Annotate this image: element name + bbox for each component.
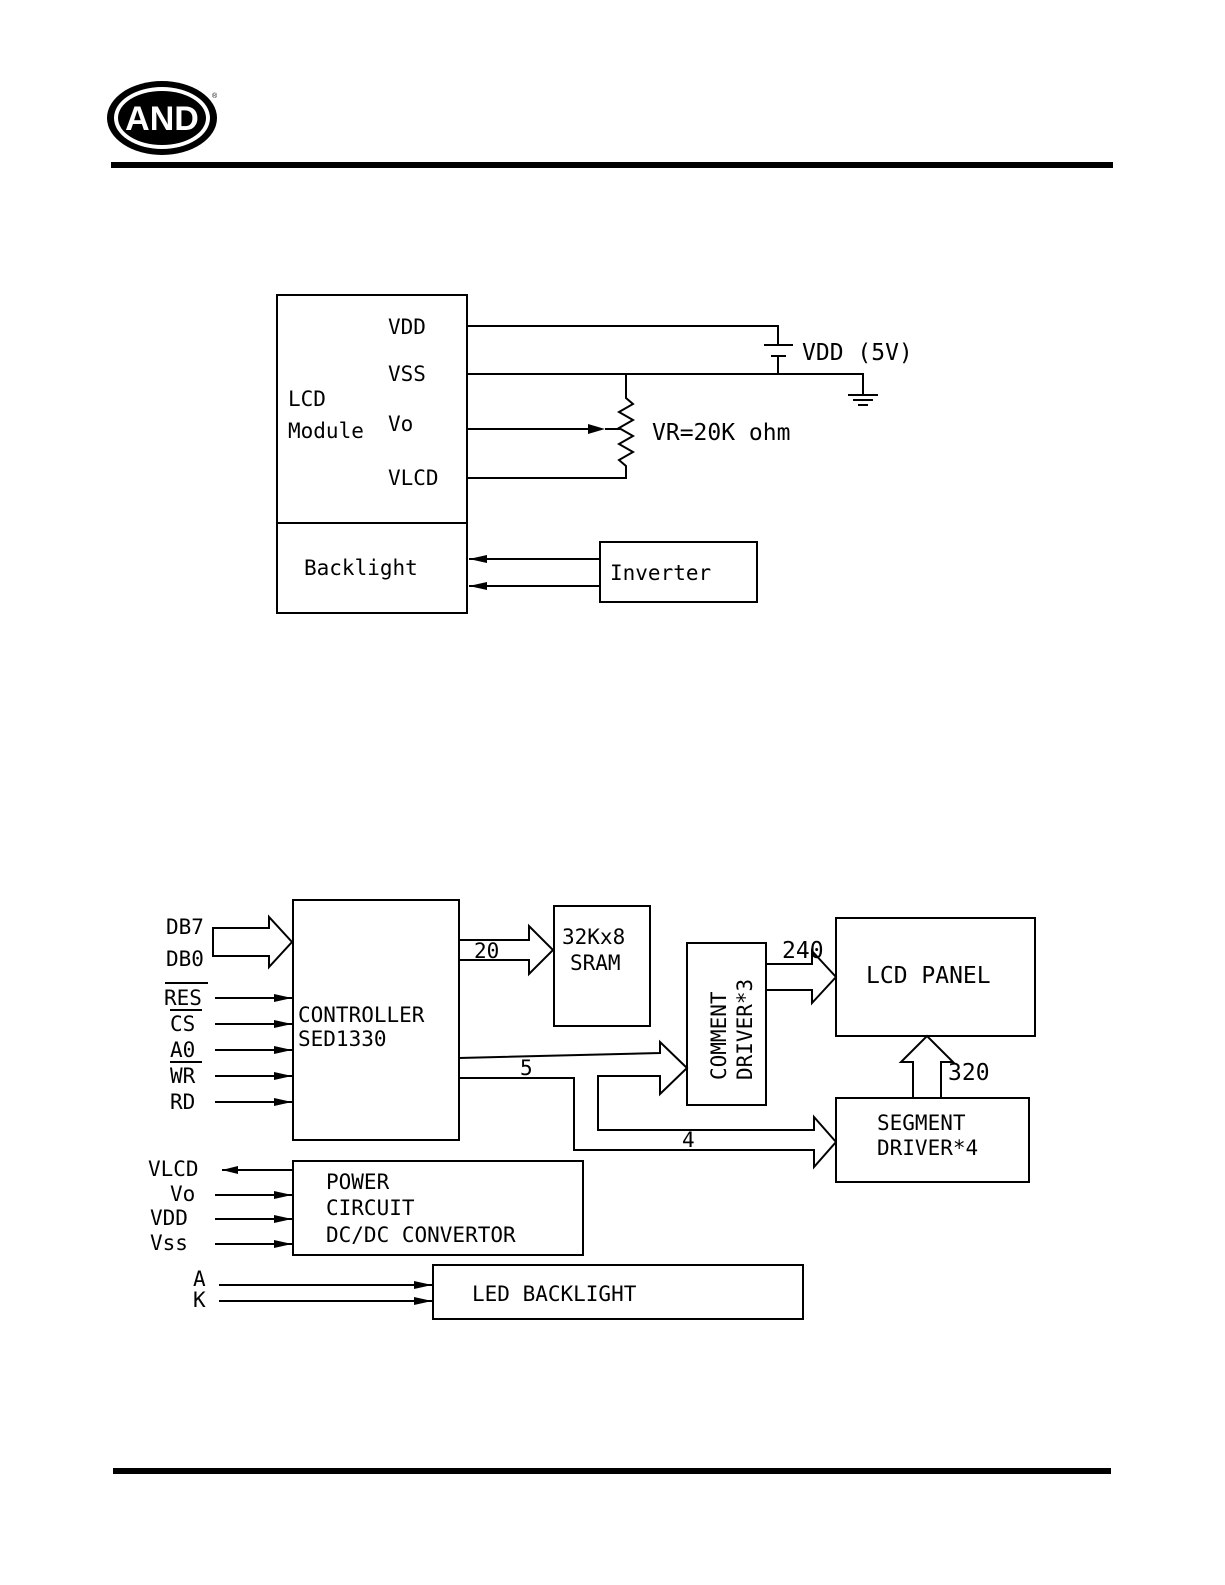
input-wr: WR <box>170 1064 196 1088</box>
and-logo: AND ® <box>107 81 218 155</box>
header-rule <box>111 162 1113 168</box>
power-pin-vo: Vo <box>170 1182 195 1206</box>
input-cs: CS <box>170 1012 195 1036</box>
power-line3: DC/DC CONVERTOR <box>326 1223 516 1247</box>
registered-mark: ® <box>212 92 218 100</box>
inverter-label: Inverter <box>610 561 711 585</box>
vss-wire <box>467 374 863 395</box>
power-line2: CIRCUIT <box>326 1196 415 1220</box>
pin-vo: Vo <box>388 412 413 436</box>
controller-line1: CONTROLLER <box>298 1003 425 1027</box>
led-backlight-label: LED BACKLIGHT <box>472 1282 637 1306</box>
segment-bus-arrow <box>901 1036 953 1098</box>
power-line1: POWER <box>326 1170 390 1194</box>
pin-vdd: VDD <box>388 315 426 339</box>
wiper-arrow <box>588 424 605 434</box>
supply-label: VDD (5V) <box>802 340 913 366</box>
input-db0: DB0 <box>166 947 204 971</box>
resistor-label: VR=20K ohm <box>652 420 790 446</box>
sram-line1: 32Kx8 <box>562 925 625 949</box>
logo-text: AND <box>125 100 199 138</box>
input-rd: RD <box>170 1090 195 1114</box>
backlight-label: Backlight <box>304 556 418 580</box>
power-pin-vss: Vss <box>150 1231 188 1255</box>
segment-driver-line2: DRIVER*4 <box>877 1136 978 1160</box>
power-pin-vdd: VDD <box>150 1206 188 1230</box>
sram-line2: SRAM <box>570 951 621 975</box>
power-pin-vlcd: VLCD <box>148 1157 199 1181</box>
data-bus-arrow <box>213 917 292 967</box>
bus-4-label: 4 <box>682 1128 695 1152</box>
pin-vlcd: VLCD <box>388 466 439 490</box>
variable-resistor <box>467 374 633 478</box>
pin-vss: VSS <box>388 362 426 386</box>
bus-240-label: 240 <box>782 938 824 964</box>
vdd-wire <box>467 326 778 345</box>
common-driver-line1: COMMENT <box>707 991 731 1080</box>
module-label-line2: Module <box>288 419 364 443</box>
input-a0: A0 <box>170 1038 195 1062</box>
bus-5-label: 5 <box>520 1056 533 1080</box>
footer-rule <box>113 1468 1111 1474</box>
driver-bus-arrows <box>459 1042 836 1167</box>
segment-driver-line1: SEGMENT <box>877 1111 966 1135</box>
input-db7: DB7 <box>166 915 204 939</box>
bus-320-label: 320 <box>948 1060 990 1086</box>
led-pin-k: K <box>193 1288 206 1312</box>
block-diagram: CONTROLLER SED1330 DB7 DB0 RES CS A0 WR … <box>148 900 1035 1319</box>
input-res: RES <box>164 986 202 1010</box>
ground-symbol <box>848 395 878 405</box>
controller-line2: SED1330 <box>298 1027 387 1051</box>
common-driver-line2: DRIVER*3 <box>733 979 757 1080</box>
power-circuit-diagram: VDD VSS Vo VLCD LCD Module Backlight VDD… <box>277 295 913 613</box>
lcd-panel-label: LCD PANEL <box>866 963 991 989</box>
bus-sram-label: 20 <box>474 939 499 963</box>
module-label-line1: LCD <box>288 387 326 411</box>
